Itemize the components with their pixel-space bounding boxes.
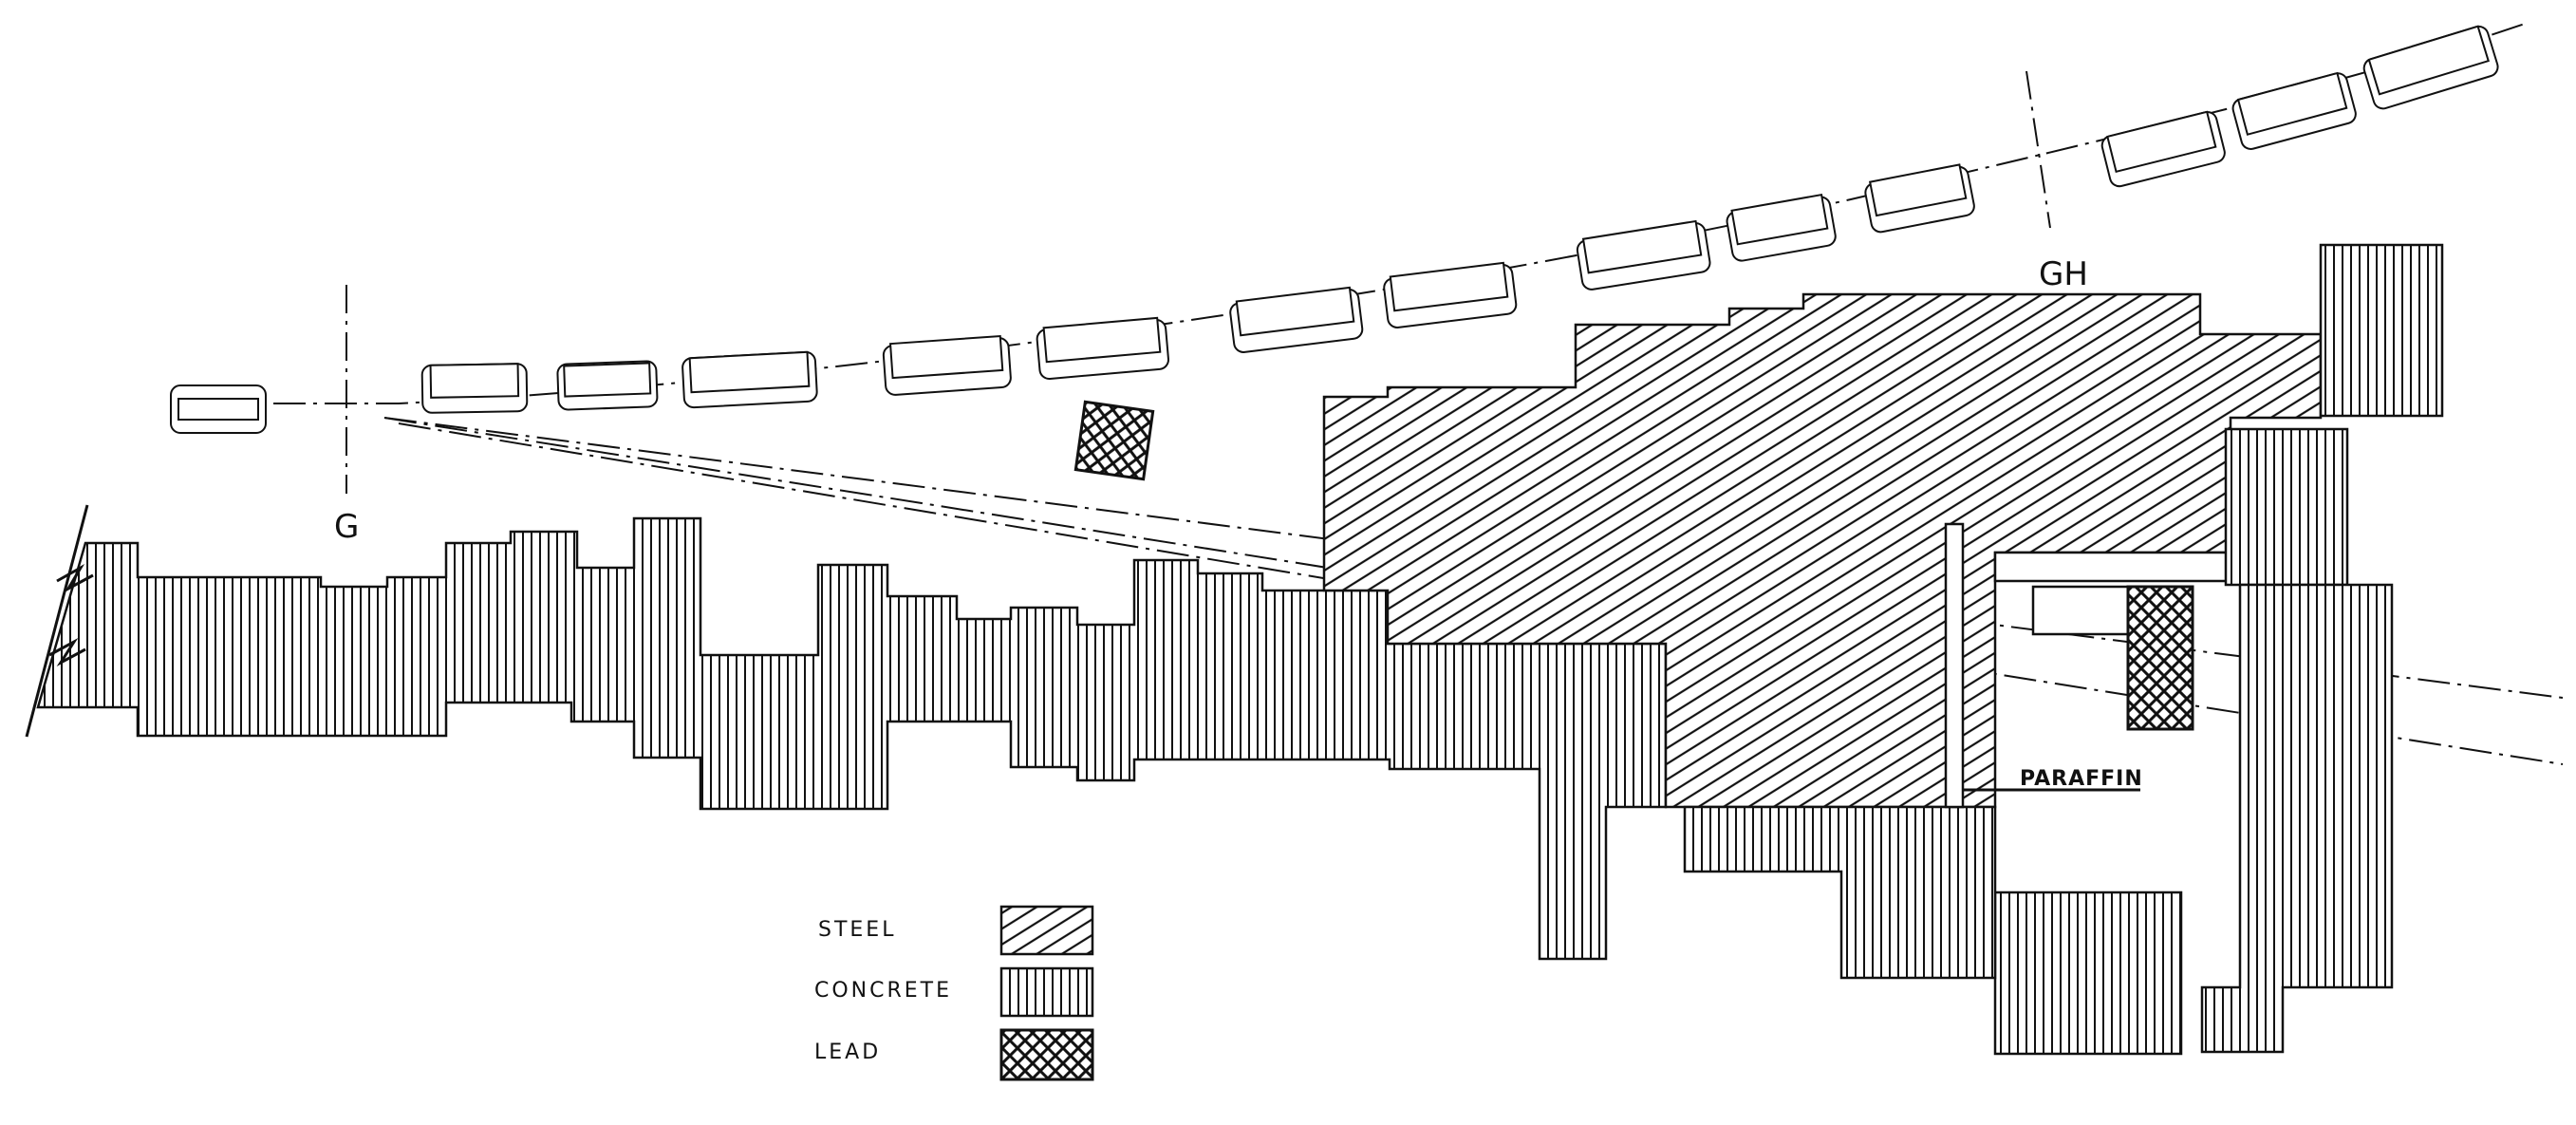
- section-label-g: G: [334, 508, 359, 546]
- target-cavity: [1993, 551, 2232, 583]
- magnet-row: [170, 25, 2499, 434]
- legend-swatch-concrete: [999, 966, 1094, 1018]
- lead-target-column: [2126, 585, 2194, 731]
- legend-label-concrete: CONCRETE: [814, 979, 952, 1003]
- concrete-block-top-right: [2319, 243, 2444, 418]
- concrete-block-right-upper: [2224, 427, 2349, 587]
- legend-swatch-steel: [999, 905, 1094, 956]
- legend: STEEL CONCRETE LEAD: [814, 905, 1094, 1081]
- magnet: [882, 334, 1012, 396]
- magnet: [1726, 193, 1837, 262]
- concrete-wall-right: [2200, 583, 2394, 1054]
- magnet: [2231, 71, 2357, 150]
- lead-block-isolated: [1073, 400, 1155, 481]
- section-label-gh: GH: [2039, 255, 2088, 293]
- target-holder: [2031, 585, 2130, 636]
- magnet: [2362, 25, 2499, 110]
- section-line-gh: [2025, 70, 2051, 229]
- magnet: [556, 360, 659, 411]
- magnet: [681, 350, 818, 409]
- concrete-wall-left: [36, 516, 1668, 961]
- legend-swatch-lead: [999, 1028, 1094, 1081]
- magnet: [1036, 316, 1169, 381]
- magnet: [1229, 286, 1364, 353]
- magnet: [1576, 219, 1711, 291]
- concrete-step-bottom: [1683, 805, 1997, 980]
- paraffin-slab: [1944, 522, 1965, 809]
- break-marks: [25, 504, 94, 738]
- legend-label-lead: LEAD: [814, 1041, 881, 1064]
- magnet: [2100, 110, 2226, 188]
- paraffin-label: PARAFFIN: [2020, 767, 2143, 791]
- concrete-block-bottom-center: [1993, 891, 2183, 1056]
- magnet: [1383, 261, 1518, 328]
- legend-label-steel: STEEL: [818, 918, 896, 942]
- magnet: [170, 384, 267, 434]
- magnet: [420, 363, 529, 414]
- magnet: [1864, 163, 1975, 234]
